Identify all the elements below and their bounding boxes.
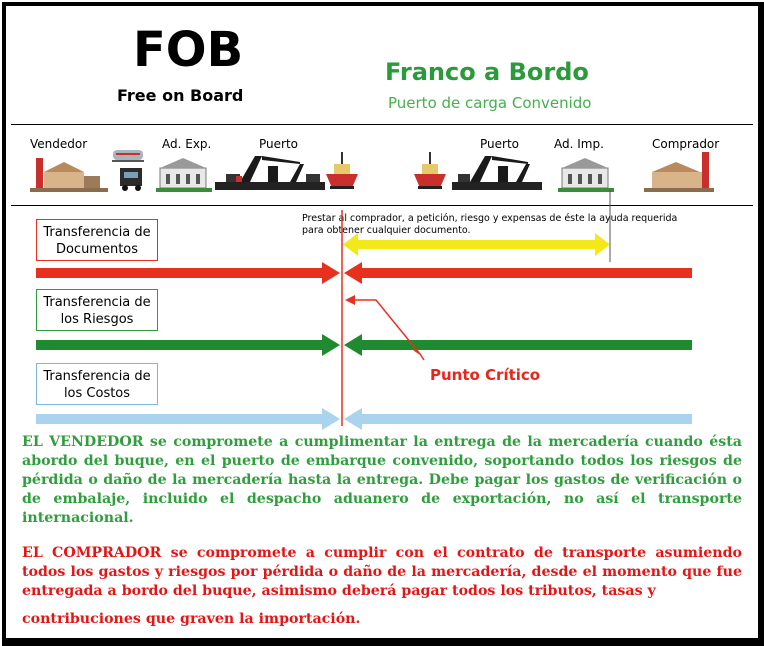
critical-point-pointer	[345, 295, 425, 361]
truck-icon	[120, 168, 142, 191]
yellow-documents-arrow	[343, 233, 610, 256]
train-icon	[112, 150, 144, 162]
party-label-comprador: Comprador	[652, 137, 720, 151]
party-label-vendedor: Vendedor	[30, 137, 88, 151]
buyer-obligations-paragraph: EL COMPRADOR se compromete a cumplir con…	[22, 545, 742, 599]
label-transfer-documents: Transferencia de Documentos	[43, 225, 151, 257]
document-assistance-note: Prestar al comprador, a petición, riesgo…	[302, 213, 678, 236]
seller-obligations-paragraph: EL VENDEDOR se compromete a cumplimentar…	[22, 434, 742, 526]
label-transfer-risks: Transferencia de los Riesgos	[43, 295, 151, 327]
party-label-puerto-origen: Puerto	[259, 137, 298, 151]
page-subtitle: Free on Board	[117, 86, 244, 105]
ship-destination-icon	[414, 152, 446, 189]
page-title: FOB	[133, 22, 244, 78]
red-documents-arrows	[36, 262, 692, 284]
factory-buyer-icon	[644, 152, 714, 192]
label-transfer-costs: Transferencia de los Costos	[43, 369, 151, 401]
party-label-ad-imp: Ad. Imp.	[554, 137, 604, 151]
logistics-icons	[30, 150, 714, 192]
green-risks-arrows	[36, 334, 692, 356]
critical-point-label: Punto Crítico	[430, 366, 541, 384]
header-divider	[11, 124, 753, 125]
ship-origin-icon	[326, 152, 358, 189]
transfer-arrows	[36, 190, 692, 430]
customs-building-export-icon	[156, 158, 212, 192]
box-transfer-documents: Transferencia de Documentos	[36, 219, 158, 261]
spanish-title: Franco a Bordo	[385, 58, 589, 86]
port-cranes-destination-icon	[452, 156, 542, 190]
box-transfer-costs: Transferencia de los Costos	[36, 363, 158, 405]
buyer-obligations-end: contribuciones que graven la importación…	[22, 611, 361, 627]
blue-costs-arrows	[36, 408, 692, 430]
party-label-puerto-destino: Puerto	[480, 137, 519, 151]
customs-building-import-icon	[558, 158, 614, 192]
factory-icon	[30, 158, 108, 192]
party-label-ad-exp: Ad. Exp.	[162, 137, 212, 151]
port-cranes-origin-icon	[215, 156, 325, 190]
spanish-subtitle: Puerto de carga Convenido	[388, 94, 592, 112]
parties-divider	[11, 205, 753, 206]
box-transfer-risks: Transferencia de los Riesgos	[36, 289, 158, 331]
